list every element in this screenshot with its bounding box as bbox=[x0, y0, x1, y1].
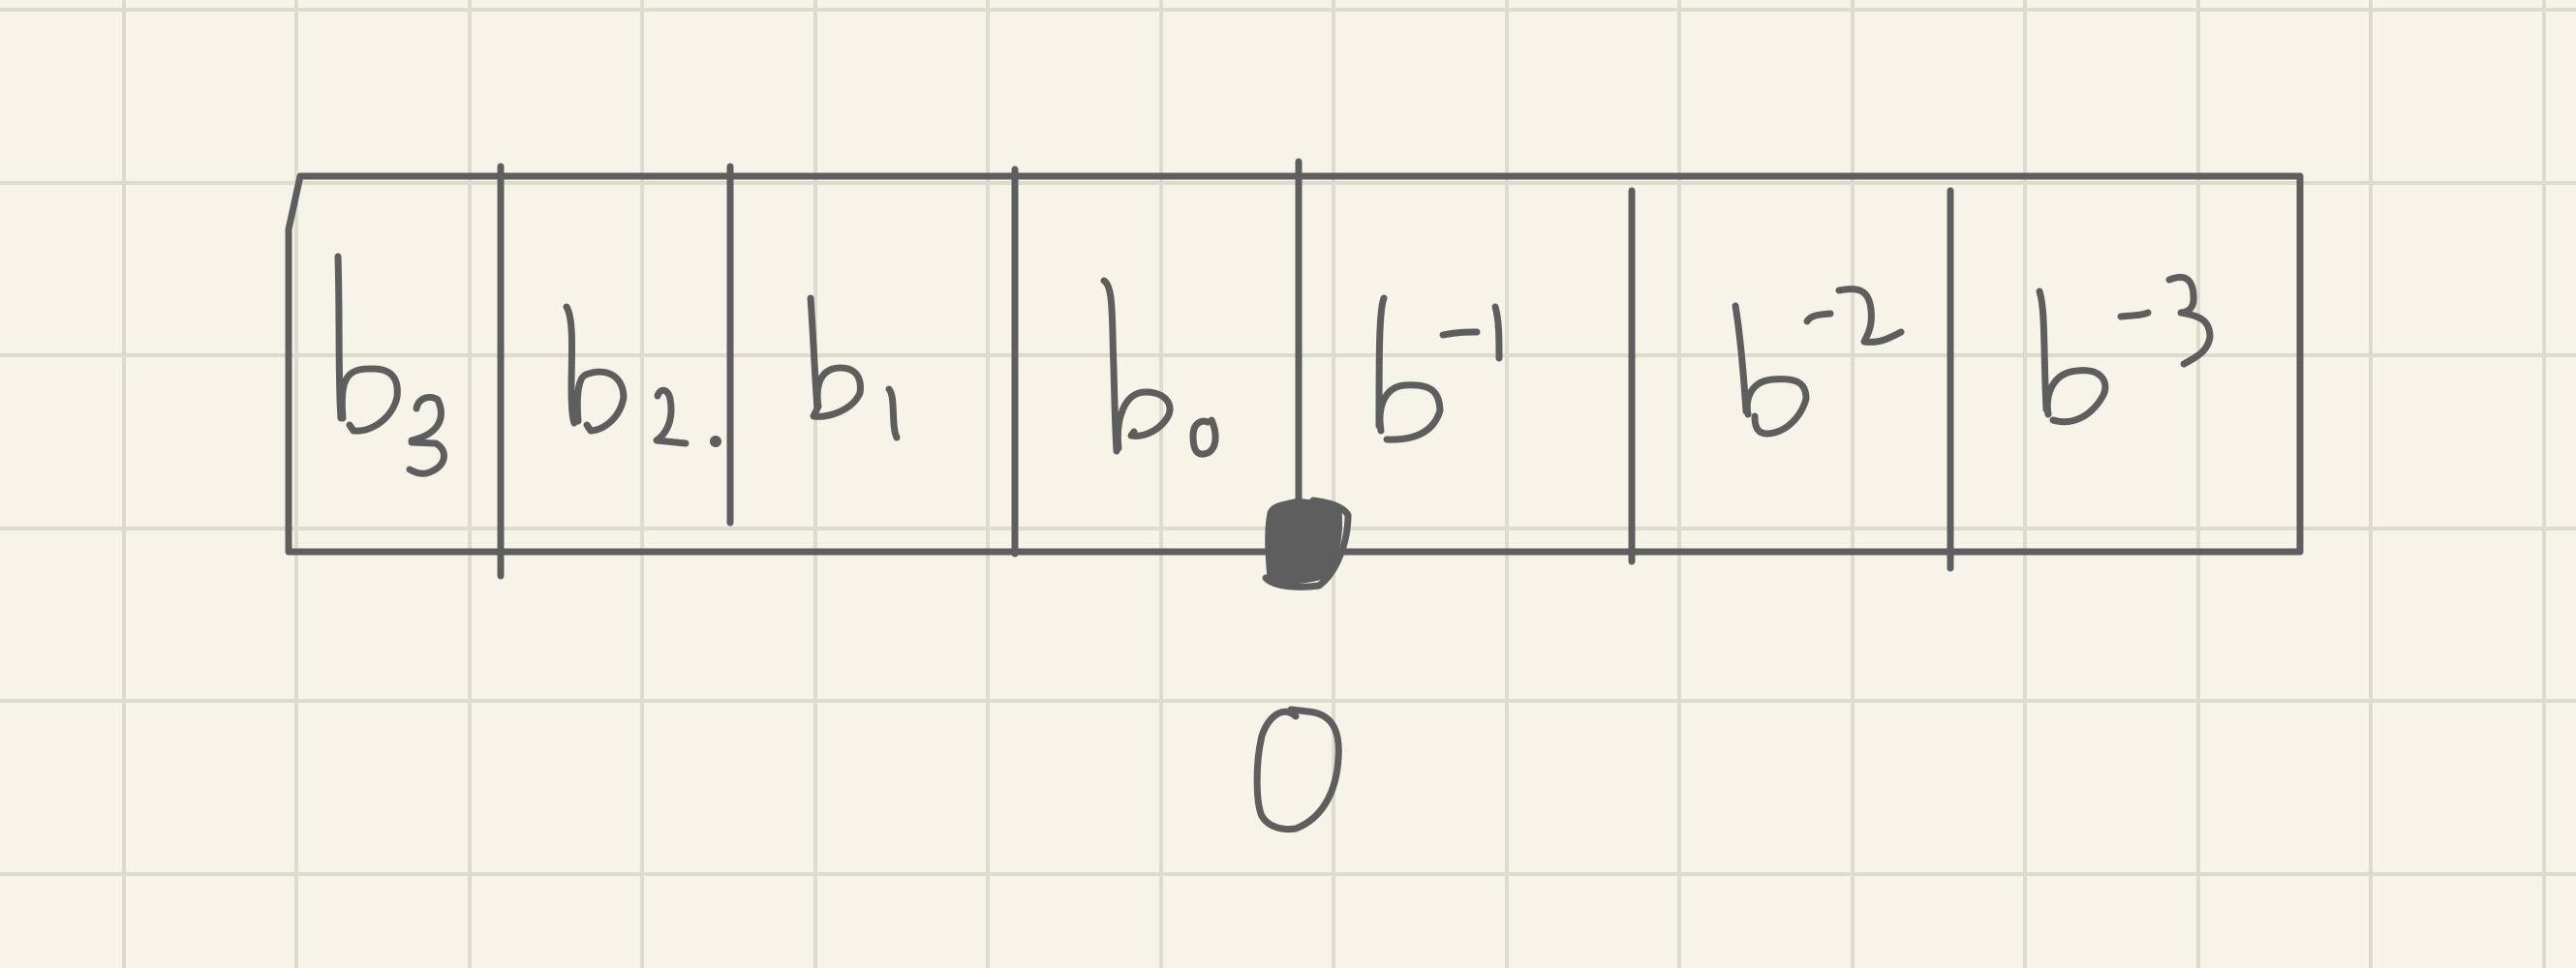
radix-point-marker bbox=[1262, 497, 1352, 590]
origin-zero-label: 0 bbox=[1253, 706, 1342, 833]
dot-mark bbox=[710, 436, 721, 447]
cell-b0-label: b0 bbox=[1100, 277, 1219, 458]
cell-b2-label: b2 bbox=[563, 303, 721, 447]
cell-dividers bbox=[497, 158, 1954, 580]
cell-b-neg3-label: b-3 bbox=[2036, 273, 2214, 426]
cell-b1-label: b1 bbox=[807, 294, 901, 441]
cell-b-neg1-label: b-1 bbox=[1375, 294, 1503, 443]
register-box-outline bbox=[285, 172, 2304, 556]
svg-text:0: 0 bbox=[1298, 767, 1303, 777]
cell-b3-label: b3 bbox=[334, 253, 447, 477]
cell-b-neg2-label: b-2 bbox=[1724, 286, 1905, 438]
svg-text:b-2: b-2 bbox=[1724, 389, 1739, 400]
